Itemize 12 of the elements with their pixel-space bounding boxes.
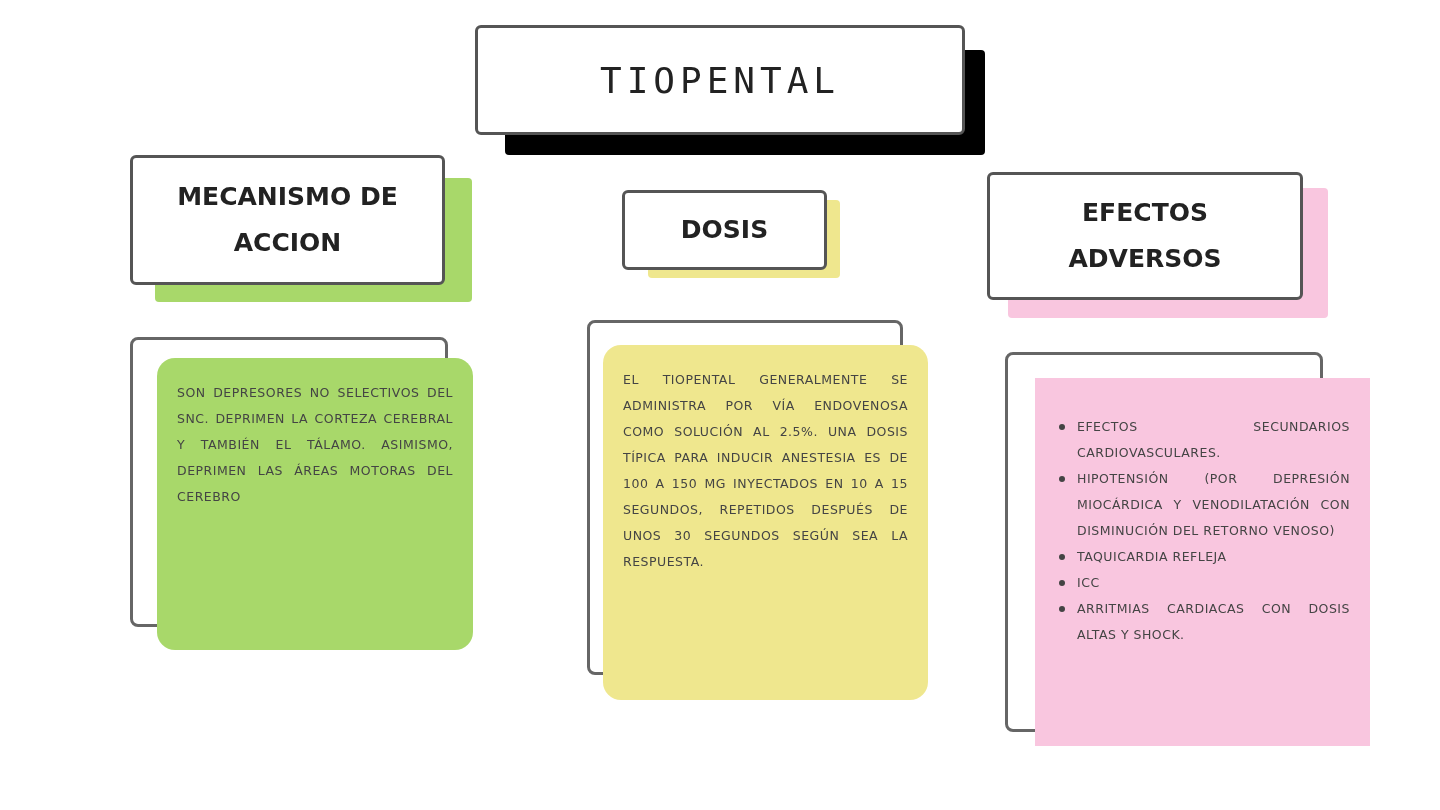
bullet-item: EFECTOS SECUNDARIOS CARDIOVASCULARES. [1077, 418, 1350, 462]
heading-box: MECANISMO DE ACCION [130, 155, 445, 285]
bullet-item: ARRITMIAS CARDIACAS CON DOSIS ALTAS Y SHOCK. [1077, 600, 1350, 644]
note-card: EL TIOPENTAL GENERALMENTE SE ADMINISTRA POR VÍA ENDOVENOSA COMO SOLUCIÓN AL 2.5%. UNA DOSIS TÍPICA PARA INDUCIR ANESTESIA ES DE 100 A 150 MG INYECTADOS EN 10 A 15 SEGUNDOS, REPETIDOS DESPUÉS DE UNOS 30 SEGUNDOS SEGÚN SEA LA RESPUESTA. [603, 345, 928, 700]
heading-box: EFECTOS ADVERSOS [987, 172, 1303, 300]
bullet-item: HIPOTENSIÓN (POR DEPRESIÓN MIOCÁRDICA Y VENODILATACIÓN CON DISMINUCIÓN DEL RETORNO VENOSO) [1077, 470, 1350, 540]
note-card: SON DEPRESORES NO SELECTIVOS DEL SNC. DEPRIMEN LA CORTEZA CEREBRAL Y TAMBIÉN EL TÁLAMO. ASIMISMO, DEPRIMEN LAS ÁREAS MOTORAS DEL CEREBRO [157, 358, 473, 650]
heading-box: DOSIS [622, 190, 827, 270]
title-box: TIOPENTAL [475, 25, 965, 135]
bullet-item: ICC [1077, 574, 1100, 592]
note-card [1035, 378, 1370, 746]
bullet-item: TAQUICARDIA REFLEJA [1077, 548, 1227, 566]
